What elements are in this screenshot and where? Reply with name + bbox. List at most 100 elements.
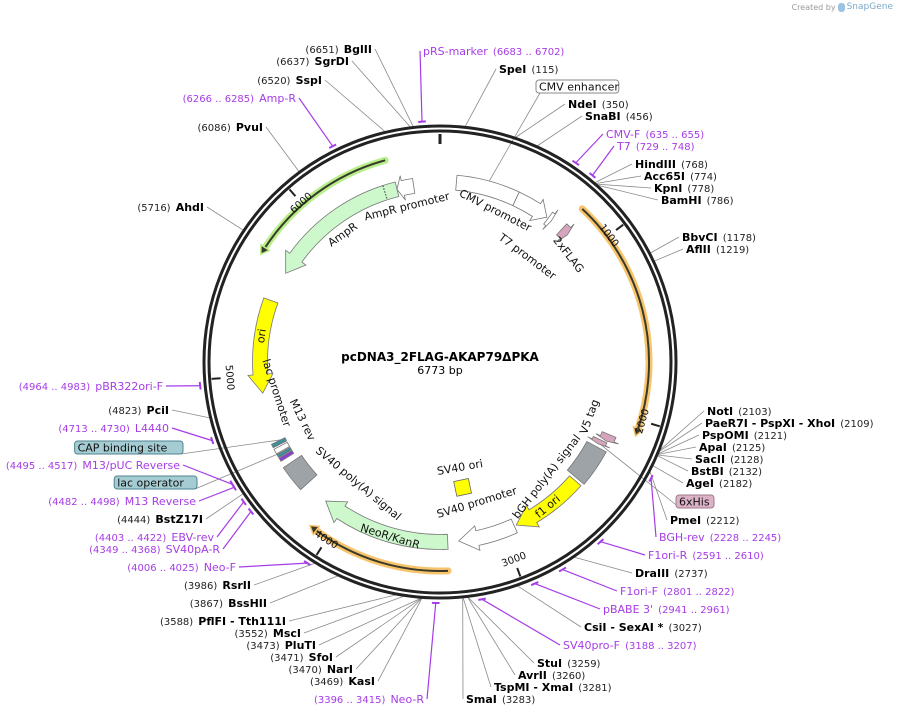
- enzyme-pflfi-tth111i[interactable]: (3588) PflFI - Tth111I: [160, 610, 286, 629]
- primer-bgh-rev[interactable]: BGH-rev (2228 .. 2245): [659, 526, 781, 545]
- enzyme-paer7i-pspxi-xhoi[interactable]: PaeR7I - PspXI - XhoI (2109): [705, 412, 874, 431]
- sv40-poly-a-signal-feature[interactable]: [282, 454, 318, 491]
- primer-m13-puc-reverse[interactable]: (4495 .. 4517) M13/pUC Reverse: [6, 454, 180, 473]
- enzyme-bglii[interactable]: (6651) BglII: [305, 38, 372, 57]
- svg-text:(6651) BglII: (6651) BglII: [305, 38, 372, 57]
- cap-binding-site-box-label[interactable]: CAP binding site: [74, 440, 184, 455]
- enzyme-kpni[interactable]: KpnI (778): [654, 177, 714, 196]
- lac-operator-feature[interactable]: [276, 446, 293, 459]
- site-position: (350): [602, 100, 629, 111]
- enzyme-pcii[interactable]: (4823) PciI: [108, 399, 169, 418]
- enzyme-aflii[interactable]: AflII (1219): [686, 238, 749, 257]
- enzyme-ndei[interactable]: NdeI (350): [568, 93, 629, 112]
- enzyme-pluti[interactable]: (3473) PluTI: [246, 634, 316, 653]
- enzyme-kasi[interactable]: (3469) KasI: [310, 670, 375, 689]
- 6xhis-box-label[interactable]: 6xHis: [675, 494, 715, 509]
- lac-operator-box-text: lac operator: [117, 477, 184, 490]
- enzyme-bsshii[interactable]: (3867) BssHII: [190, 592, 267, 611]
- primer-pbr322ori-f[interactable]: (4964 .. 4983) pBR322ori-F: [19, 375, 163, 394]
- ori-label: ori: [254, 328, 269, 344]
- svg-text:SmaI (3283): SmaI (3283): [466, 688, 535, 707]
- lac-promoter-feature[interactable]: [273, 441, 291, 455]
- enzyme-rsrii[interactable]: (3986) RsrII: [184, 574, 251, 593]
- enzyme-acc65i[interactable]: Acc65I (774): [644, 165, 717, 184]
- enzyme-hindiii[interactable]: HindIII (768): [635, 153, 708, 172]
- enzyme-sgrdi[interactable]: (6637) SgrDI: [276, 50, 349, 69]
- enzyme-csii-sexai[interactable]: CsiI - SexAI * (3027): [584, 616, 702, 635]
- primer-neo-f[interactable]: (4006 .. 4025) Neo-F: [127, 556, 236, 575]
- cmv-promoter-feature[interactable]: [512, 191, 548, 222]
- leader-line: [462, 597, 492, 688]
- leader-line: [517, 585, 582, 628]
- enzyme-bbvci[interactable]: BbvCI (1178): [682, 226, 756, 245]
- bgh-poly-a-signal-feature[interactable]: [566, 440, 607, 485]
- primer-t7[interactable]: T7 (729 .. 748): [616, 135, 695, 154]
- enzyme-spei[interactable]: SpeI (115): [499, 58, 558, 77]
- orf-arc[interactable]: [581, 208, 650, 429]
- ampr-feature[interactable]: [285, 181, 400, 274]
- orf-arc[interactable]: [315, 529, 449, 572]
- enzyme-msci[interactable]: (3552) MscI: [235, 622, 301, 641]
- enzyme-avrii[interactable]: AvrII (3260): [518, 664, 585, 683]
- primer-ebv-rev[interactable]: (4403 .. 4422) EBV-rev: [95, 526, 215, 545]
- svg-text:(4444) BstZ17I: (4444) BstZ17I: [117, 508, 203, 527]
- enzyme-nari[interactable]: (3470) NarI: [288, 658, 353, 677]
- m13-rev-feature[interactable]: [278, 450, 295, 462]
- lac-operator-box-label[interactable]: lac operator: [113, 475, 198, 490]
- enzyme-pspomi[interactable]: PspOMI (2121): [702, 424, 787, 443]
- site-name: ApaI: [699, 441, 727, 454]
- site-labels: CMV enhancer 6xHis lac operator CAP binding…: [6, 38, 874, 707]
- site-name: BamHI: [661, 194, 702, 207]
- cap-binding-site-feature[interactable]: [270, 437, 288, 449]
- primer-neo-r[interactable]: (3396 .. 3415) Neo-R: [314, 688, 424, 707]
- neor-kanr-feature[interactable]: [325, 500, 449, 550]
- primer-l4440[interactable]: (4713 .. 4730) L4440: [58, 417, 169, 436]
- orf-arrowhead: [632, 425, 645, 438]
- sv40-promoter-feature[interactable]: [458, 518, 518, 551]
- sv40-ori-feature[interactable]: [453, 478, 472, 497]
- enzyme-bstz17i[interactable]: (4444) BstZ17I: [117, 508, 203, 527]
- enzyme-agei[interactable]: AgeI (2182): [686, 472, 752, 491]
- enzyme-tspmi-xmai[interactable]: TspMI - XmaI (3281): [494, 676, 612, 695]
- cmv-enhancer-box-label[interactable]: CMV enhancer: [535, 79, 619, 94]
- 6xhis-feature[interactable]: [587, 435, 611, 449]
- enzyme-smai[interactable]: SmaI (3283): [466, 688, 535, 707]
- primer-f1ori-r[interactable]: F1ori-R (2591 .. 2610): [648, 544, 764, 563]
- primer-f1ori-f[interactable]: F1ori-F (2801 .. 2822): [620, 580, 735, 599]
- orf-arc[interactable]: [264, 159, 386, 249]
- enzyme-bstbi[interactable]: BstBI (2132): [691, 460, 762, 479]
- primer-sv40pro-f[interactable]: SV40pro-F (3188 .. 3207): [563, 634, 697, 653]
- f1-ori-feature[interactable]: [515, 475, 582, 528]
- enzyme-sspi[interactable]: (6520) SspI: [257, 69, 322, 88]
- primer-sv40pa-r[interactable]: (4349 .. 4368) SV40pA-R: [89, 538, 220, 557]
- site-name: Acc65I: [644, 170, 685, 183]
- leader-line: [659, 410, 705, 451]
- enzyme-pvui[interactable]: (6086) PvuI: [197, 116, 263, 135]
- snapgene-logo-icon: [837, 2, 845, 12]
- primer-amp-r[interactable]: (6266 .. 6285) Amp-R: [183, 87, 297, 106]
- ori-feature[interactable]: [247, 297, 279, 394]
- enzyme-ahdi[interactable]: (5716) AhdI: [137, 196, 204, 215]
- ampr-promoter-feature[interactable]: [396, 175, 416, 201]
- v5-tag-feature[interactable]: [595, 431, 619, 445]
- enzyme-sfoi[interactable]: (3471) SfoI: [270, 646, 333, 665]
- svg-text:T7 (729 .. 748): T7 (729 .. 748): [616, 135, 695, 154]
- enzyme-draiii[interactable]: DraIII (2737): [635, 562, 708, 581]
- enzyme-pmei[interactable]: PmeI (2212): [670, 509, 740, 528]
- leader-line: [318, 597, 422, 646]
- enzyme-sacii[interactable]: SacII (2128): [695, 448, 764, 467]
- enzyme-bamhi[interactable]: BamHI (786): [661, 189, 734, 208]
- 2xflag-feature[interactable]: [556, 223, 575, 243]
- primer-cmv-f[interactable]: CMV-F (635 .. 655): [606, 123, 704, 142]
- enzyme-stui[interactable]: StuI (3259): [537, 652, 601, 671]
- plasmid-length: 6773 bp: [417, 364, 462, 377]
- primer-prs-marker[interactable]: pRS-marker (6683 .. 6702): [423, 40, 564, 59]
- primer-pbabe-3[interactable]: pBABE 3' (2941 .. 2961): [603, 598, 730, 617]
- enzyme-noti[interactable]: NotI (2103): [707, 400, 772, 419]
- primer-m13-reverse[interactable]: (4482 .. 4498) M13 Reverse: [48, 490, 196, 509]
- enzyme-snabi[interactable]: SnaBI (456): [585, 105, 653, 124]
- enzyme-apai[interactable]: ApaI (2125): [699, 436, 765, 455]
- site-position: (3260): [552, 671, 585, 682]
- t7-promoter-feature[interactable]: [542, 209, 559, 230]
- site-position: (3473): [246, 641, 279, 652]
